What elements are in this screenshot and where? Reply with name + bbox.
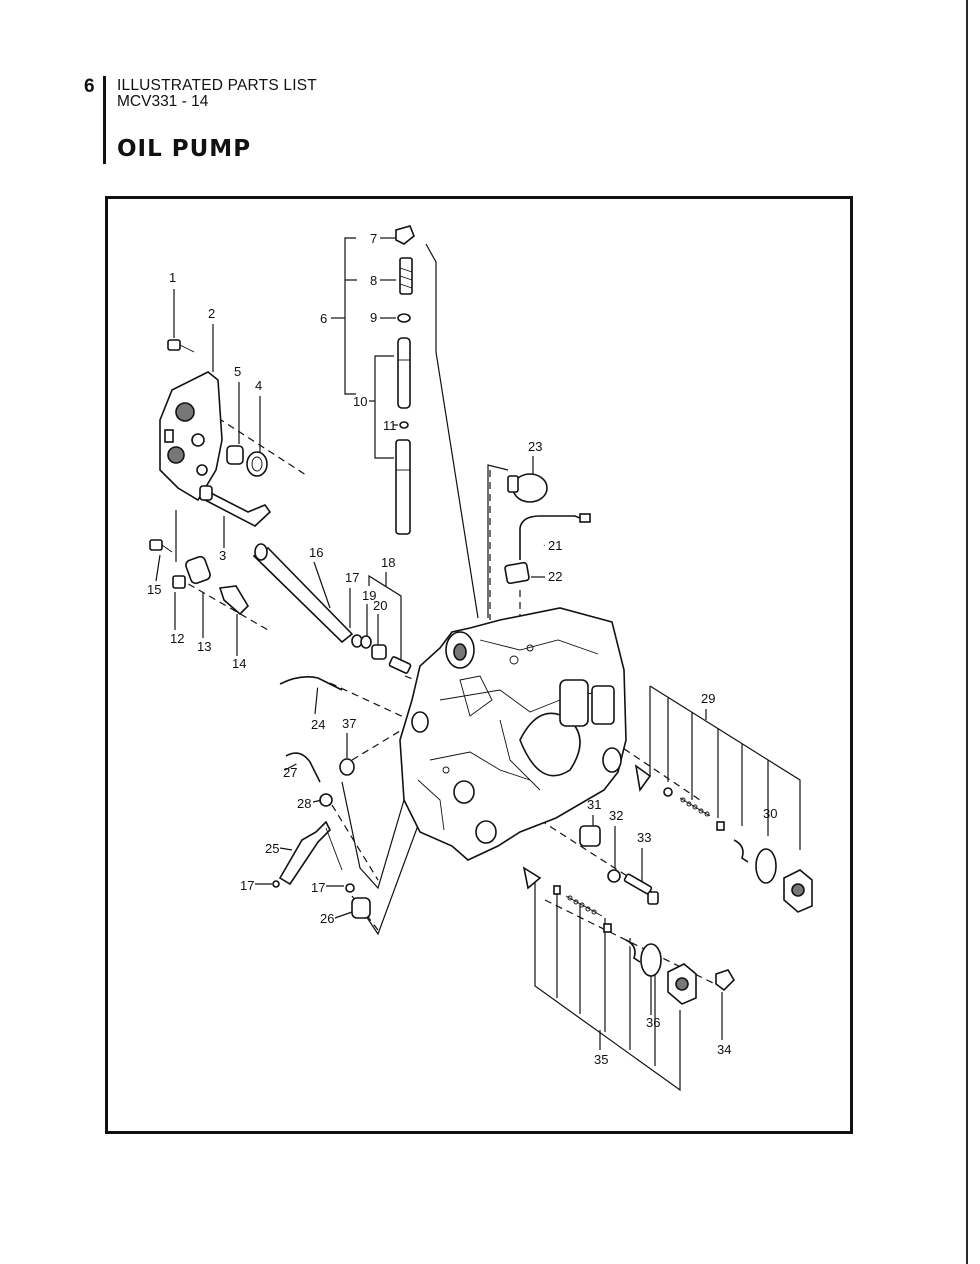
part-26-oil-filter bbox=[351, 897, 371, 919]
part-15-screw bbox=[149, 539, 173, 553]
callout-8: 8 bbox=[370, 273, 377, 288]
callout-32: 32 bbox=[609, 808, 623, 823]
part-33-bolt bbox=[623, 873, 659, 905]
callout-1: 1 bbox=[169, 270, 176, 285]
callout-30: 30 bbox=[763, 806, 777, 821]
callout-33: 33 bbox=[637, 830, 651, 845]
callout-18: 18 bbox=[381, 555, 395, 570]
page-edge-line bbox=[966, 0, 968, 1264]
callout-20: 20 bbox=[373, 598, 387, 613]
part-29-kit-upper bbox=[634, 764, 749, 863]
callout-37: 37 bbox=[342, 716, 356, 731]
callout-23: 23 bbox=[528, 439, 542, 454]
part-32-plug bbox=[607, 869, 621, 883]
callout-35: 35 bbox=[594, 1052, 608, 1067]
callout-17: 17 bbox=[311, 880, 325, 895]
part-27-hose bbox=[285, 752, 321, 783]
part-9-oring bbox=[397, 313, 411, 323]
callout-31: 31 bbox=[587, 797, 601, 812]
callout-19: 19 bbox=[362, 588, 376, 603]
callout-25: 25 bbox=[265, 841, 279, 856]
callout-26: 26 bbox=[320, 911, 334, 926]
callout-13: 13 bbox=[197, 639, 211, 654]
part-24-hose bbox=[279, 676, 343, 691]
callout-2: 2 bbox=[208, 306, 215, 321]
header-rule bbox=[103, 76, 106, 164]
callout-labels: 1 2 3 4 5 6 7 8 9 10 11 12 13 14 15 16 1… bbox=[147, 231, 777, 1067]
callout-15: 15 bbox=[147, 582, 161, 597]
callout-21: 21 bbox=[548, 538, 562, 553]
part-30-bearing-housing bbox=[783, 869, 813, 913]
callout-28: 28 bbox=[297, 796, 311, 811]
part-5-gear bbox=[226, 445, 244, 465]
part-19-washer bbox=[360, 635, 372, 649]
part-2-pump-housing bbox=[159, 371, 223, 502]
page-number: 6 bbox=[84, 76, 95, 97]
callout-29: 29 bbox=[701, 691, 715, 706]
part-3-pump-pipe bbox=[199, 485, 272, 527]
part-13-worm-gear bbox=[185, 555, 211, 585]
part-10-adjuster-body bbox=[397, 337, 411, 409]
part-18-pin bbox=[388, 656, 412, 674]
part-23-oil-cap bbox=[507, 473, 548, 503]
callout-7: 7 bbox=[370, 231, 377, 246]
part-36-bearing-housing bbox=[667, 963, 697, 1005]
part-34-plug bbox=[715, 969, 736, 992]
part-14-clip bbox=[218, 585, 250, 616]
callout-3: 3 bbox=[219, 548, 226, 563]
callout-14: 14 bbox=[232, 656, 246, 671]
part-1-screw bbox=[167, 339, 195, 353]
part-8-adjuster-screw bbox=[399, 257, 413, 295]
part-21-oil-hose bbox=[519, 513, 591, 560]
callout-9: 9 bbox=[370, 310, 377, 325]
part-20-bushing bbox=[371, 644, 387, 660]
part-7-cap bbox=[395, 225, 415, 245]
callout-12: 12 bbox=[170, 631, 184, 646]
part-35-kit-lower bbox=[522, 866, 641, 963]
part-37-plug bbox=[339, 758, 355, 776]
callout-11: 11 bbox=[383, 418, 397, 433]
callout-6: 6 bbox=[320, 311, 327, 326]
section-title: OIL PUMP bbox=[117, 136, 252, 162]
model-number: MCV331 - 14 bbox=[117, 93, 209, 110]
part-31-bushing bbox=[579, 825, 601, 847]
part-30-seal bbox=[755, 848, 777, 884]
part-10-lower-plunger bbox=[395, 439, 411, 535]
part-16-oil-rod bbox=[252, 543, 354, 644]
part-4-oring bbox=[246, 451, 268, 477]
callout-16: 16 bbox=[309, 545, 323, 560]
part-28-grommet bbox=[319, 793, 333, 807]
part-22-grommet bbox=[504, 561, 530, 585]
document-title: ILLUSTRATED PARTS LIST bbox=[117, 77, 317, 94]
leader-lines bbox=[155, 237, 801, 1092]
callout-36: 36 bbox=[646, 1015, 660, 1030]
crankcase-body bbox=[399, 607, 627, 861]
callout-34: 34 bbox=[717, 1042, 731, 1057]
part-36-seal bbox=[640, 943, 662, 977]
part-25-suction-pipe bbox=[278, 820, 343, 886]
callout-17: 17 bbox=[240, 878, 254, 893]
callout-24: 24 bbox=[311, 717, 325, 732]
part-11-oring bbox=[399, 421, 409, 429]
part-12-screw bbox=[172, 575, 186, 589]
callout-17: 17 bbox=[345, 570, 359, 585]
callout-4: 4 bbox=[255, 378, 262, 393]
callout-5: 5 bbox=[234, 364, 241, 379]
part-17-oring-lower bbox=[272, 880, 355, 893]
callout-22: 22 bbox=[548, 569, 562, 584]
diagram-frame bbox=[105, 196, 853, 1134]
callout-10: 10 bbox=[353, 394, 367, 409]
